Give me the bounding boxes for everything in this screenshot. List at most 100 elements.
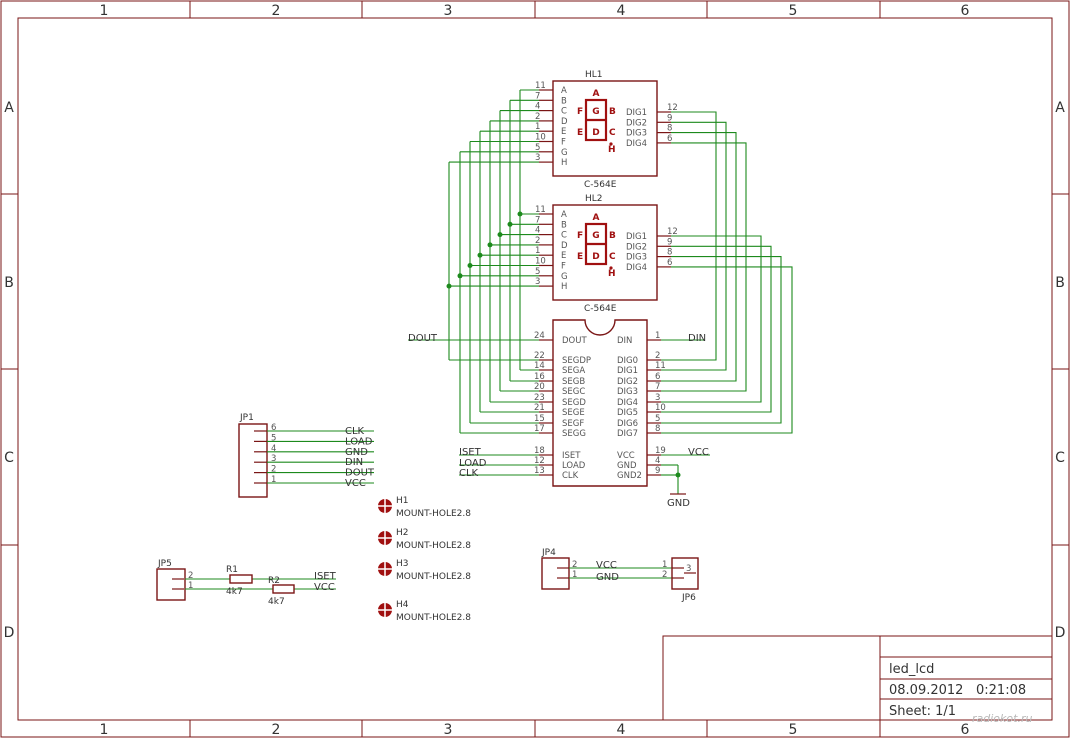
pin-pad: 2 (662, 570, 667, 580)
hole-name: H3 (396, 559, 409, 569)
pin-name: CLK (562, 471, 579, 481)
segment-letter: F (577, 107, 583, 117)
pin-pad: 1 (655, 331, 660, 341)
resistor-r2[interactable] (272, 584, 295, 594)
pin-name: B (561, 96, 567, 106)
pin-name: GND2 (617, 471, 642, 481)
row-label: B (4, 275, 14, 291)
segment-letter: G (592, 231, 599, 241)
pin-name: A (561, 210, 567, 220)
pin-name: G (561, 148, 568, 158)
ic-body (552, 319, 648, 487)
pin-pad: 19 (655, 446, 666, 456)
junction-dot (457, 273, 463, 279)
hole-value: MOUNT-HOLE2.8 (396, 509, 471, 519)
mount-hole-h2[interactable]: H2 MOUNT-HOLE2.8 (378, 528, 471, 551)
wire-path (661, 245, 772, 413)
pin-pad: 4 (535, 226, 540, 236)
wire-path (661, 266, 793, 434)
pin-pad: 3 (271, 454, 276, 464)
wire-layer (408, 89, 793, 476)
pin-name: LOAD (562, 461, 586, 471)
connector-jp5[interactable]: JP5 2 1 R1 4k7 R2 4k7 ISET VCC (156, 559, 337, 607)
segment-letter: G (592, 107, 599, 117)
pin-name: DIG4 (626, 263, 647, 273)
net-label: LOAD (345, 436, 373, 447)
sheet-number: Sheet: 1/1 (889, 704, 956, 719)
pin-pad: 3 (686, 564, 691, 574)
col-label: 4 (617, 722, 626, 738)
resistor-r1[interactable] (229, 574, 253, 584)
display-body (552, 204, 658, 301)
pin-pad: 1 (271, 475, 276, 485)
pin-pad: 1 (662, 560, 667, 570)
jp6-name: JP6 (681, 593, 696, 603)
junction-dot (446, 283, 452, 289)
pin-pad: 2 (535, 236, 540, 246)
pin-pad: 23 (534, 393, 545, 403)
display-value: C-564E (584, 304, 617, 314)
decimal-point (609, 266, 613, 270)
pin-pad: 7 (535, 91, 540, 101)
junction-dot (477, 252, 483, 258)
jp5-name: JP5 (157, 559, 172, 569)
pin-pad: 7 (535, 215, 540, 225)
drawing-name: led_lcd (889, 662, 934, 677)
hole-value: MOUNT-HOLE2.8 (396, 541, 471, 551)
pin-name: DIG3 (626, 253, 647, 263)
pin-name: DIN (617, 336, 632, 346)
pin-name: ISET (562, 451, 581, 461)
pin-pad: 2 (271, 465, 276, 475)
hole-name: H4 (396, 600, 409, 610)
pin-pad: 5 (271, 433, 276, 443)
col-label: 5 (789, 722, 798, 738)
net-label-vcc: VCC (314, 582, 335, 593)
title-block: led_lcd 08.09.2012 0:21:08 Sheet: 1/1 ra… (662, 635, 1053, 725)
pin-pad: 3 (535, 153, 540, 163)
jp4-name: JP4 (541, 548, 556, 558)
pin-pad: 2 (572, 560, 577, 570)
pin-pad: 3 (655, 393, 660, 403)
segment-letter: A (593, 89, 600, 99)
pin-pad: 11 (655, 361, 666, 371)
pin-pad: 7 (655, 382, 660, 392)
connector-jp4[interactable]: JP4 2 1 VCC GND (541, 548, 672, 590)
pin-name: H (561, 158, 567, 168)
pin-name: DOUT (562, 336, 587, 346)
pin-pad: 5 (535, 267, 540, 277)
row-label: A (4, 100, 14, 116)
col-label: 3 (444, 3, 453, 19)
segment-letter: C (609, 252, 616, 262)
mount-hole-h1[interactable]: H1 MOUNT-HOLE2.8 (378, 496, 471, 519)
display-name: HL1 (585, 70, 603, 80)
segment-letter: F (577, 231, 583, 241)
row-label: D (1055, 625, 1066, 641)
hole-value: MOUNT-HOLE2.8 (396, 613, 471, 623)
drawing-date: 08.09.2012 (889, 683, 963, 698)
connector-jp6[interactable]: 1 2 3 JP6 (662, 557, 699, 603)
pin-pad: 1 (572, 570, 577, 580)
pin-pad: 4 (655, 456, 660, 466)
pin-name: SEGA (562, 366, 585, 376)
net-label: VCC (345, 478, 366, 489)
pin-pad: 6 (667, 134, 672, 144)
pin-pad: 8 (667, 248, 672, 258)
mount-hole-h3[interactable]: H3 MOUNT-HOLE2.8 (378, 559, 471, 582)
jp1-name: JP1 (239, 413, 254, 423)
ground-symbol: GND (667, 464, 690, 509)
pin-name: E (561, 127, 566, 137)
pin-pad: 13 (534, 466, 545, 476)
segment-letter: D (592, 128, 599, 138)
pin-name: DIG4 (626, 139, 647, 149)
mount-hole-h4[interactable]: H4 MOUNT-HOLE2.8 (378, 600, 471, 623)
pin-name: GND (617, 461, 637, 471)
pin-name: DIG0 (617, 356, 638, 366)
hole-name: H1 (396, 496, 409, 506)
